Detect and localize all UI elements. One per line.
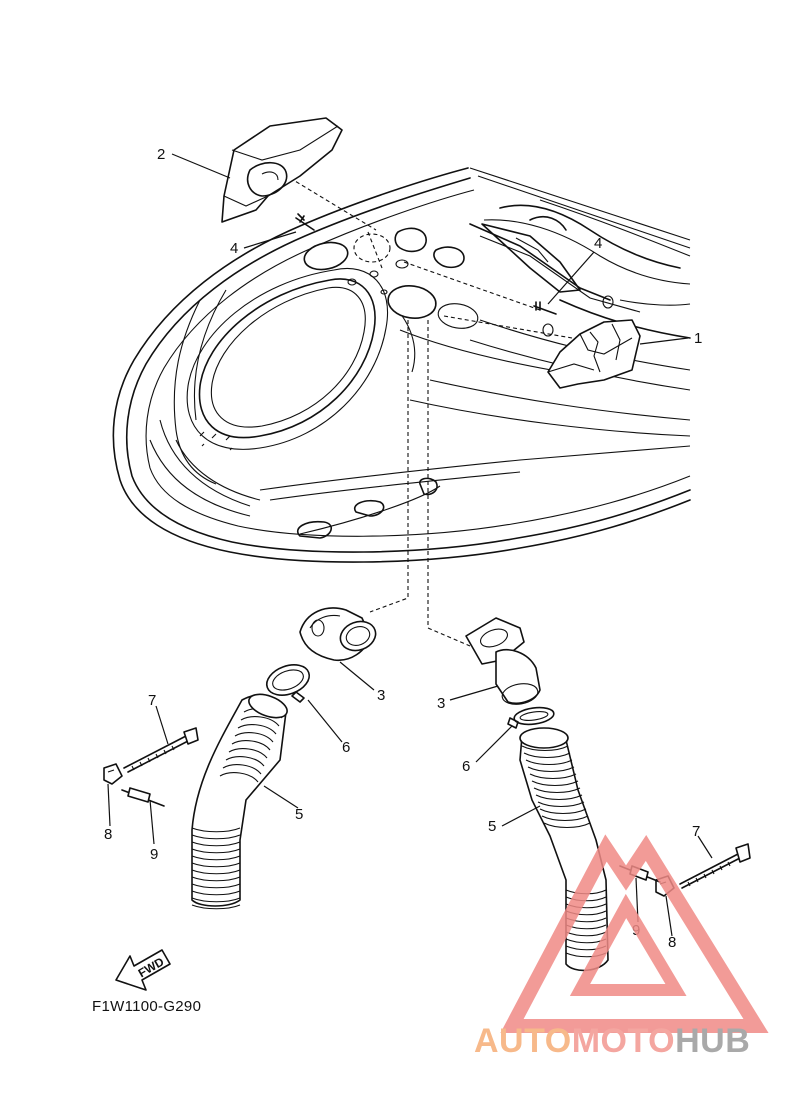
hose-rib [525, 759, 573, 766]
hose-rib [219, 772, 259, 783]
hose-rib [529, 773, 577, 780]
hose-rib [537, 801, 585, 808]
hose-rib [565, 931, 607, 937]
watermark-hub: HUB [675, 1022, 751, 1060]
callout-5-right: 5 [488, 818, 496, 835]
callout-2: 2 [157, 146, 165, 163]
hose-rib [539, 808, 587, 815]
part-4-screws [295, 213, 557, 315]
callout-7-left: 7 [148, 692, 156, 709]
part-3-duct-right [465, 617, 541, 705]
callout-6-right: 6 [462, 758, 470, 775]
callout-6-left: 6 [342, 739, 350, 756]
hose-rib [191, 827, 241, 833]
hose-rib [527, 766, 575, 773]
assembly-lines [289, 177, 573, 647]
hose-rib [191, 897, 241, 903]
part-3-duct-left [299, 607, 377, 661]
callout-9-left: 9 [150, 846, 158, 863]
callout-4-right: 4 [594, 235, 602, 252]
part-1-cover [547, 319, 641, 389]
hose-rib [191, 862, 241, 868]
hose-rib [191, 855, 241, 861]
diagram-code: F1W1100-G290 [92, 998, 202, 1015]
hose-rib [191, 834, 241, 840]
hose-rib [533, 787, 581, 794]
hose-rib [523, 752, 571, 759]
hose-rib [191, 841, 241, 847]
part-6-clamps [265, 664, 555, 729]
part-2-cover [221, 117, 343, 223]
watermark-moto: MOTO [571, 1022, 676, 1060]
hose-rib [222, 764, 262, 775]
callout-5-left: 5 [295, 806, 303, 823]
callout-1: 1 [694, 330, 702, 347]
hose-rib [191, 869, 241, 875]
hose-rib [535, 794, 583, 801]
hose-rib [191, 904, 241, 910]
hose-rib [234, 732, 274, 743]
hose-rib [541, 815, 589, 822]
part-5-hose-left [191, 693, 288, 910]
hose-rib [240, 716, 280, 727]
callout-8-left: 8 [104, 826, 112, 843]
hose-rib [565, 896, 607, 902]
hose-rib [191, 883, 241, 889]
hose-rib [225, 756, 265, 767]
leader-lines [107, 153, 713, 937]
hose-rib [191, 876, 241, 882]
hose-rib [521, 745, 569, 752]
hose-rib [531, 780, 579, 787]
watermark-logo-triangle [500, 834, 769, 1033]
hose-rib [543, 822, 591, 829]
hose-rib [231, 740, 271, 751]
callout-3-right: 3 [437, 695, 445, 712]
part-5-hose-right [519, 727, 609, 972]
watermark-text: AUTOMOTOHUB [474, 1022, 750, 1061]
callout-8-right: 8 [668, 934, 676, 951]
hose-rib [191, 890, 241, 896]
callout-3-left: 3 [377, 687, 385, 704]
callout-7-right: 7 [692, 823, 700, 840]
watermark-auto: AUTO [474, 1022, 572, 1060]
hose-rib [191, 848, 241, 854]
hose-rib [228, 748, 268, 759]
callout-4-left: 4 [230, 240, 238, 257]
hose-rib [237, 724, 277, 735]
part-7-cable-ties [123, 727, 751, 889]
fwd-arrow-icon: FWD [115, 949, 171, 991]
